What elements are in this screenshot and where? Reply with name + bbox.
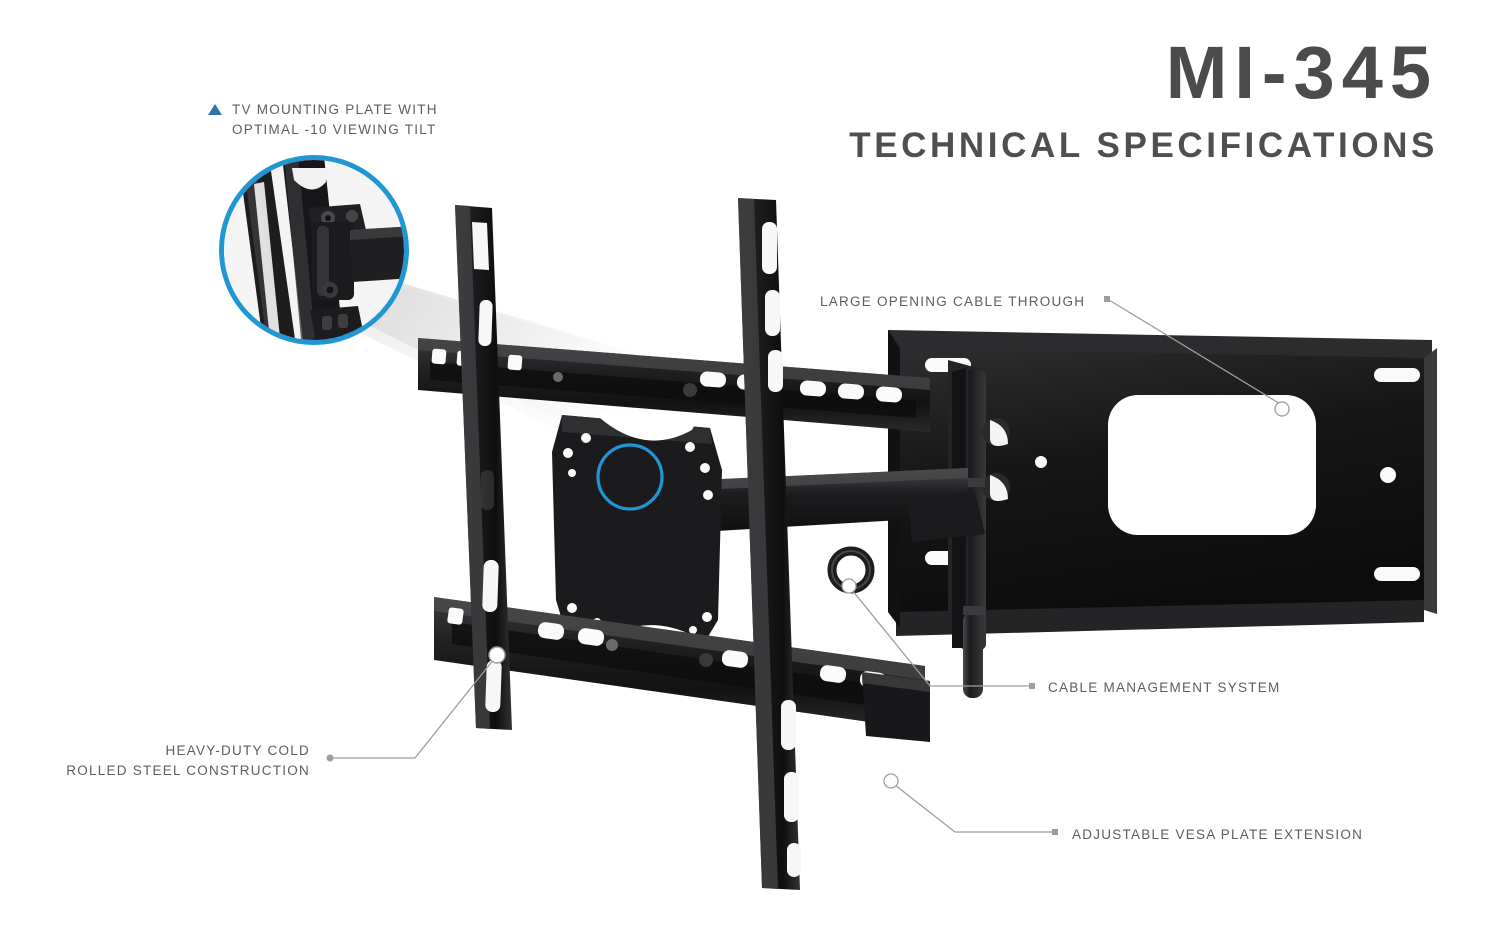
page-subtitle: TECHNICAL SPECIFICATIONS <box>849 126 1438 165</box>
detail-circle-art <box>224 160 404 340</box>
callout-cable-management-system: CABLE MANAGEMENT SYSTEM <box>1048 678 1281 698</box>
callout-line-1: TV MOUNTING PLATE WITH <box>232 102 438 117</box>
callout-line-1: LARGE OPENING CABLE THROUGH <box>820 294 1086 309</box>
lower-tv-rail <box>434 597 925 730</box>
vertical-arm-left <box>455 205 512 730</box>
upper-tv-rail <box>418 338 930 432</box>
triangle-marker-icon <box>208 104 222 115</box>
page-title: MI-345 <box>1165 31 1438 114</box>
callout-line-2: OPTIMAL -10 VIEWING TILT <box>232 122 437 137</box>
callout-line-1: CABLE MANAGEMENT SYSTEM <box>1048 680 1281 695</box>
vertical-arm-right <box>738 198 801 890</box>
callout-line-2: ROLLED STEEL CONSTRUCTION <box>66 763 310 778</box>
vesa-extension-tail <box>862 672 930 742</box>
callout-adjustable-vesa-plate-extension: ADJUSTABLE VESA PLATE EXTENSION <box>1072 825 1363 845</box>
vesa-center-plate <box>552 413 722 650</box>
callout-tv-mounting-plate-tilt: TV MOUNTING PLATE WITH OPTIMAL -10 VIEWI… <box>208 100 438 140</box>
callout-line-1: HEAVY-DUTY COLD <box>165 743 310 758</box>
callout-large-opening-cable-through: LARGE OPENING CABLE THROUGH <box>820 292 1085 312</box>
callout-heavy-duty-cold-rolled-steel: HEAVY-DUTY COLD ROLLED STEEL CONSTRUCTIO… <box>60 741 310 781</box>
wall-plate <box>888 330 1437 636</box>
extension-arm <box>700 468 985 542</box>
callout-line-1: ADJUSTABLE VESA PLATE EXTENSION <box>1072 827 1364 842</box>
tilt-mechanism-detail-circle <box>219 155 409 345</box>
leader-lines <box>326 296 1290 835</box>
